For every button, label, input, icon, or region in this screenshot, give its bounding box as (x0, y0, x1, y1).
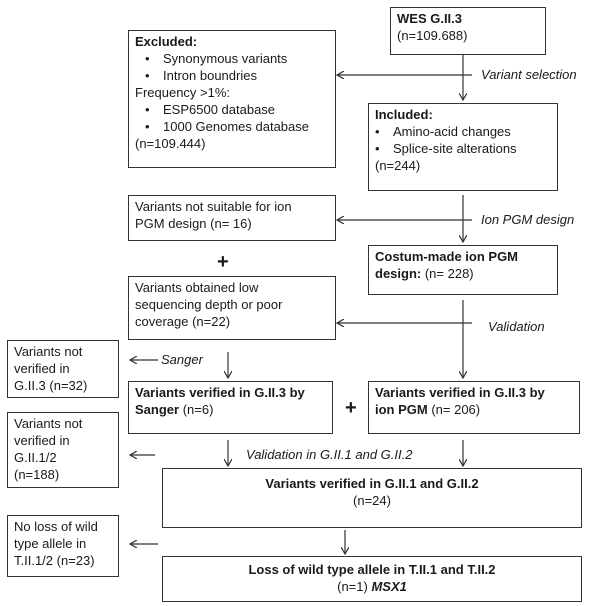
loss-count: (n=1) (337, 579, 372, 594)
excluded-list: Synonymous variants Intron boundries (135, 50, 329, 84)
variant-selection-label: Variant selection (481, 67, 577, 82)
excluded-title: Excluded: (135, 34, 198, 49)
not-verified-line: Variants not (14, 416, 83, 431)
excluded-count: (n=109.444) (135, 136, 206, 151)
ion-method: ion PGM (375, 402, 428, 417)
frequency-list: ESP6500 database 1000 Genomes database (135, 101, 329, 135)
ion-count: (n= 206) (427, 402, 481, 417)
low-seq-box: Variants obtained low sequencing depth o… (128, 276, 336, 340)
not-verified-g1112-box: Variants not verified in G.II.1/2 (n=188… (7, 412, 119, 488)
included-box: Included: Amino-acid changes Splice-site… (368, 103, 558, 191)
validation-label: Validation (488, 319, 545, 334)
wes-count: (n=109.688) (397, 28, 468, 43)
excluded-box: Excluded: Synonymous variants Intron bou… (128, 30, 336, 168)
costum-box: Costum-made ion PGM design: (n= 228) (368, 245, 558, 295)
verified-g-box: Variants verified in G.II.1 and G.II.2 (… (162, 468, 582, 528)
loss-gene: MSX1 (371, 579, 407, 594)
loss-count-line: (n=1) MSX1 (169, 578, 575, 595)
not-suitable-line: PGM design (n= 16) (135, 216, 252, 231)
sanger-method: Sanger (135, 402, 180, 417)
verified-g-count: (n=24) (353, 493, 391, 508)
not-verified-line: Variants not (14, 344, 83, 359)
no-loss-line: T.II.1/2 (n=23) (14, 553, 95, 568)
costum-count: (n= 228) (421, 266, 474, 281)
no-loss-box: No loss of wild type allele in T.II.1/2 … (7, 515, 119, 577)
verified-ion-box: Variants verified in G.II.3 by ion PGM (… (368, 381, 580, 434)
wes-title: WES G.II.3 (397, 11, 463, 26)
verified-g-title: Variants verified in G.II.1 and G.II.2 (265, 476, 479, 491)
not-suitable-line: Variants not suitable for ion (135, 199, 292, 214)
included-item: Splice-site alterations (375, 140, 551, 157)
not-verified-g113-box: Variants not verified in G.II.3 (n=32) (7, 340, 119, 398)
costum-line: design: (n= 228) (375, 265, 551, 282)
validation-g-label: Validation in G.II.1 and G.II.2 (246, 447, 413, 462)
sanger-count: (n=6) (179, 402, 214, 417)
excluded-item: Intron boundries (145, 67, 329, 84)
costum-line: Costum-made ion PGM (375, 249, 519, 264)
verified-sanger-line: Sanger (n=6) (135, 401, 326, 418)
excluded-item: Synonymous variants (145, 50, 329, 67)
included-title: Included: (375, 107, 433, 122)
not-verified-line: verified in (14, 361, 70, 376)
no-loss-line: No loss of wild (14, 519, 98, 534)
frequency-label: Frequency >1%: (135, 85, 231, 100)
verified-sanger-line: Variants verified in G.II.3 by (135, 385, 305, 400)
loss-box: Loss of wild type allele in T.II.1 and T… (162, 556, 582, 602)
not-verified-line: G.II.3 (n=32) (14, 378, 88, 393)
no-loss-line: type allele in (14, 536, 87, 551)
low-seq-line: coverage (n=22) (135, 314, 231, 329)
low-seq-line: sequencing depth or poor (135, 297, 283, 312)
frequency-item: ESP6500 database (145, 101, 329, 118)
low-seq-line: Variants obtained low (135, 280, 259, 295)
loss-title: Loss of wild type allele in T.II.1 and T… (248, 562, 496, 577)
not-suitable-box: Variants not suitable for ion PGM design… (128, 195, 336, 241)
included-item: Amino-acid changes (375, 123, 551, 140)
verified-ion-line: Variants verified in G.II.3 by (375, 385, 545, 400)
plus-sign: + (217, 251, 229, 273)
not-verified-line: (n=188) (14, 467, 60, 482)
verified-ion-line: ion PGM (n= 206) (375, 401, 573, 418)
wes-box: WES G.II.3 (n=109.688) (390, 7, 546, 55)
sanger-label: Sanger (161, 352, 203, 367)
included-count: (n=244) (375, 158, 421, 173)
plus-sign-verified: + (345, 397, 357, 419)
not-verified-line: G.II.1/2 (14, 450, 57, 465)
frequency-item: 1000 Genomes database (145, 118, 329, 135)
not-verified-line: verified in (14, 433, 70, 448)
verified-sanger-box: Variants verified in G.II.3 by Sanger (n… (128, 381, 333, 434)
ion-pgm-design-label: Ion PGM design (481, 212, 575, 227)
costum-design-label: design: (375, 266, 422, 281)
included-list: Amino-acid changes Splice-site alteratio… (375, 123, 551, 157)
